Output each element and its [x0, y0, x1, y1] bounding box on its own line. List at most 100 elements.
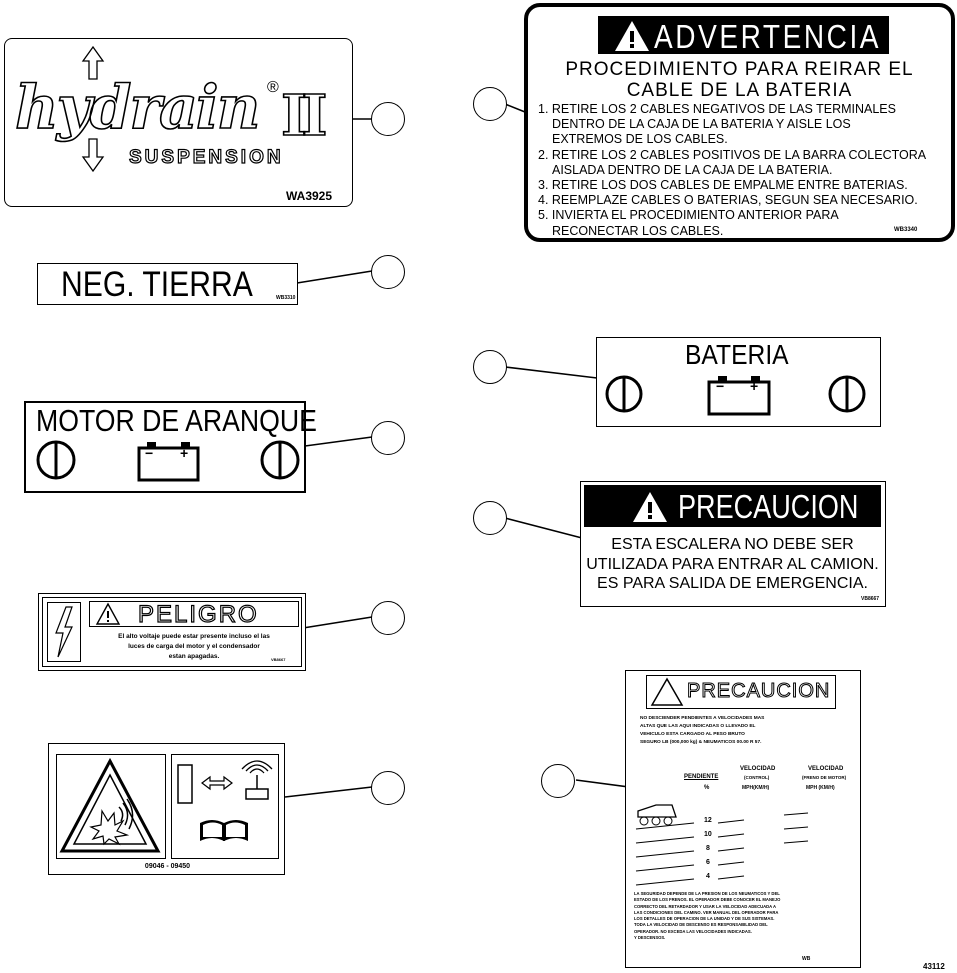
advertencia-step-line: 4. REEMPLAZE CABLES O BATERIAS, SEGUN SE… — [538, 193, 918, 208]
precaucion-escalera-header: PRECAUCION — [584, 485, 881, 527]
slope-table-graphic — [635, 804, 809, 886]
peligro-line: El alto voltaje puede estar presente inc… — [118, 633, 270, 640]
col-vel1-title: VELOCIDAD — [740, 766, 776, 772]
grade-label: 6 — [706, 859, 710, 866]
pictogram-code: 09046 - 09450 — [144, 863, 191, 870]
callout-circle-pendiente — [541, 764, 575, 798]
neg-tierra-code: WB3310 — [276, 295, 296, 301]
advertencia-steps: 1. RETIRE LOS 2 CABLES NEGATIVOS DE LAS … — [538, 102, 926, 239]
hydrain-wordmark: hydrain — [14, 72, 261, 144]
pendiente-footer-line: ESTADO DE LOS FRENOS. EL OPERADOR DEBE C… — [634, 897, 781, 903]
pendiente-intro-line: NO DESCIENDER PENDIENTES A VELOCIDADES M… — [640, 716, 765, 721]
pictogram-manual-panel — [171, 754, 279, 859]
precaucion-pendiente-header: PRECAUCION — [646, 675, 836, 709]
bateria-minus: − — [716, 378, 725, 394]
col-pendiente-title: PENDIENTE — [684, 774, 719, 780]
radio-read-manual-icon — [177, 760, 273, 841]
bateria-plus: + — [750, 378, 759, 394]
grade-label: 4 — [706, 873, 710, 880]
precaucion-escalera-line-3: ES PARA SALIDA DE EMERGENCIA. — [597, 575, 868, 592]
motor-arranque-text: MOTOR DE ARANQUE — [36, 403, 317, 438]
pictogram-warning-panel — [56, 754, 166, 859]
advertencia-step-line: 2. RETIRE LOS 2 CABLES POSITIVOS DE LA B… — [538, 147, 927, 162]
precaucion-escalera-line-1: ESTA ESCALERA NO DEBE SER — [611, 536, 854, 553]
grade-label: 10 — [704, 831, 712, 838]
precaucion-escalera-line-2: UTILIZADA PARA ENTRAR AL CAMION. — [586, 556, 879, 573]
callout-circle-neg-tierra — [371, 255, 405, 289]
precaucion-escalera-header-text: PRECAUCION — [678, 488, 859, 525]
advertencia-step-line: 5. INVIERTA EL PROCEDIMIENTO ANTERIOR PA… — [538, 208, 839, 223]
peligro-header-text: PELIGRO — [137, 600, 259, 628]
advertencia-header: ADVERTENCIA — [598, 16, 889, 55]
callout-circle-pictogram — [371, 771, 405, 805]
hydrain-decal: hydrain ® II SUSPENSION WA3925 — [4, 38, 353, 207]
peligro-decal: PELIGRO El alto voltaje puede estar pres… — [38, 593, 306, 671]
col-vel1-sub: (CONTROL) — [744, 775, 770, 780]
precaucion-pendiente-decal: PRECAUCION NO DESCIENDER PENDIENTES A VE… — [625, 670, 861, 968]
motor-plus: + — [180, 445, 189, 461]
pendiente-footer-line: LA SEGURIDAD DEPENDE DE LA PRESION DE LO… — [634, 891, 780, 896]
callout-circle-advertencia — [473, 87, 507, 121]
precaucion-pendiente-intro: NO DESCIENDER PENDIENTES A VELOCIDADES M… — [640, 715, 764, 747]
pendiente-footer-line: TODA LA VELOCIDAD DE DESCENSO ES RESPONS… — [634, 922, 768, 928]
advertencia-decal: ADVERTENCIA PROCEDIMIENTO PARA REIRAR EL… — [524, 3, 955, 242]
hydrain-reg-mark: ® — [267, 79, 279, 96]
advertencia-title-2: CABLE DE LA BATERIA — [626, 80, 853, 101]
advertencia-step-line: AISLADA DENTRO DE LA CAJA DE LA BATERIA. — [552, 162, 833, 177]
peligro-inner-border — [42, 597, 302, 667]
pendiente-footer-line: OPERADOR. NO EXCEDA LAS VELOCIDADES INDI… — [634, 928, 752, 934]
peligro-bolt-panel — [47, 602, 81, 662]
neg-tierra-decal: NEG. TIERRA WB3310 — [37, 263, 298, 305]
advertencia-step-line: DENTRO DE LA CAJA DE LA BATERIA Y AISLE … — [552, 117, 851, 132]
grade-label: 12 — [704, 817, 712, 824]
pendiente-footer-line: CORRECTO DEL RETARDADOR Y USAR LA VELOCI… — [634, 903, 777, 909]
hydrain-logo — [81, 45, 105, 173]
pictogram-decal: 09046 - 09450 — [48, 743, 285, 875]
col-vel2-sub: (FRENO DE MOTOR) — [802, 775, 847, 780]
advertencia-code: WB3340 — [894, 227, 918, 233]
pendiente-footer-line: LOS DETALLES DE OPERACION DE LA UNIDAD Y… — [634, 916, 775, 922]
peligro-code: VB8667 — [271, 657, 286, 662]
callout-circle-peligro — [371, 601, 405, 635]
peligro-line: estan apagadas. — [168, 653, 220, 660]
hydrain-code: WA3925 — [286, 189, 333, 203]
motor-minus: − — [145, 445, 154, 461]
pendiente-footer-line: LAS CONDICIONES DEL CAMINO. VER MANUAL D… — [634, 909, 779, 915]
warning-triangle-icon — [633, 492, 667, 522]
peligro-line: luces de carga del motor y el condensado… — [128, 643, 260, 650]
peligro-body: El alto voltaje puede estar presente inc… — [89, 632, 299, 662]
col-vel2-unit: MPH (KM/H) — [806, 785, 835, 791]
warning-triangle-icon — [650, 677, 684, 706]
callout-circle-hydrain — [371, 102, 405, 136]
figure-number: 43112 — [923, 962, 945, 971]
precaucion-escalera-code: VB8667 — [861, 596, 880, 602]
col-pct: % — [704, 785, 710, 791]
advertencia-step-line: RECONECTAR LOS CABLES. — [552, 223, 724, 238]
motor-arranque-decal: MOTOR DE ARANQUE − + — [24, 401, 317, 493]
callout-circle-motor — [371, 421, 405, 455]
neg-tierra-text: NEG. TIERRA — [61, 265, 253, 304]
precaucion-pendiente-code: WB — [802, 956, 811, 962]
advertencia-step-line: EXTREMOS DE LOS CABLES. — [552, 132, 728, 147]
bateria-text: BATERIA — [685, 339, 789, 370]
col-vel2-title: VELOCIDAD — [808, 766, 844, 772]
lightning-bolt-icon — [55, 606, 73, 658]
callout-circle-precaucion — [473, 501, 507, 535]
warning-triangle-icon — [95, 602, 121, 625]
precaucion-pendiente-header-text: PRECAUCION — [686, 680, 831, 703]
warning-triangle-icon — [615, 21, 649, 51]
bateria-symbols — [605, 375, 866, 416]
col-vel1-unit: MPH(KM/H) — [742, 785, 770, 791]
pendiente-intro-line: VEHICULO ESTA CARGADO AL PESO BRUTO — [640, 732, 745, 737]
precaucion-escalera-decal: PRECAUCION ESTA ESCALERA NO DEBE SER UTI… — [580, 481, 886, 607]
pendiente-intro-line: SEGURO LB (000,000 kg) & NEUMATICOS 00.0… — [640, 740, 762, 745]
explosion-warning-icon — [59, 757, 161, 853]
grade-label: 8 — [706, 845, 710, 852]
hydrain-roman-numeral: II — [280, 82, 328, 150]
peligro-header: PELIGRO — [89, 600, 299, 629]
callout-circle-bateria — [473, 350, 507, 384]
advertencia-header-text: ADVERTENCIA — [654, 18, 882, 55]
pendiente-footer-line: Y DESCENSOS. — [634, 935, 666, 941]
advertencia-title-1: PROCEDIMIENTO PARA REIRAR EL — [565, 59, 914, 80]
motor-symbols — [36, 440, 300, 482]
